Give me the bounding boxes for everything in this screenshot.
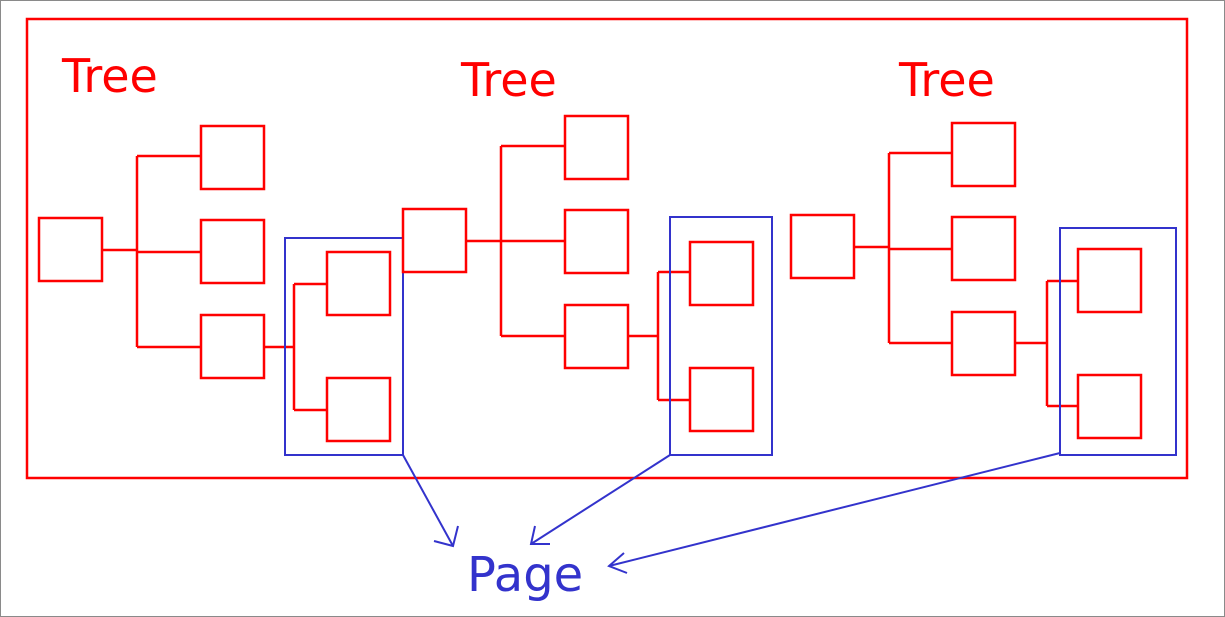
tree-1-leaf-2-node: [325, 376, 392, 443]
tree-1-root-node: [37, 216, 104, 283]
tree-3-root-node: [789, 213, 856, 280]
tree-3-leaf-2-node: [1076, 373, 1143, 440]
tree-label-3: Tree: [899, 53, 995, 107]
tree-1-child-3-node: [199, 313, 266, 380]
tree-label-2: Tree: [461, 53, 557, 107]
trees-container: [25, 17, 1189, 480]
tree-1-child-1-node: [199, 124, 266, 191]
page-label: Page: [467, 547, 584, 603]
page-arrow-1: [402, 454, 454, 547]
tree-2-root-node: [401, 207, 468, 274]
tree-2-child-3-node: [563, 303, 630, 370]
tree-3-child-3-node: [950, 310, 1017, 377]
tree-2-page-box: [669, 216, 773, 456]
tree-1-leaf-1-node: [325, 250, 392, 317]
page-arrow-3-head: [607, 552, 628, 574]
page-arrow-1-head: [433, 525, 459, 548]
tree-3-child-2-node: [950, 215, 1017, 282]
tree-1-page-box: [284, 237, 404, 456]
tree-2-child-1-node: [563, 114, 630, 181]
page-arrow-2-head: [529, 525, 550, 545]
tree-1-child-2-node: [199, 218, 266, 285]
tree-3-page-box: [1059, 227, 1177, 456]
tree-2-leaf-2-node: [688, 366, 755, 433]
page-arrow-2: [530, 454, 671, 545]
tree-3-leaf-1-node: [1076, 247, 1143, 314]
tree-label-1: Tree: [62, 49, 158, 103]
tree-3-child-1-node: [950, 121, 1017, 188]
tree-2-child-2-node: [563, 208, 630, 275]
page-arrow-3: [608, 452, 1061, 567]
tree-2-leaf-1-node: [688, 240, 755, 307]
